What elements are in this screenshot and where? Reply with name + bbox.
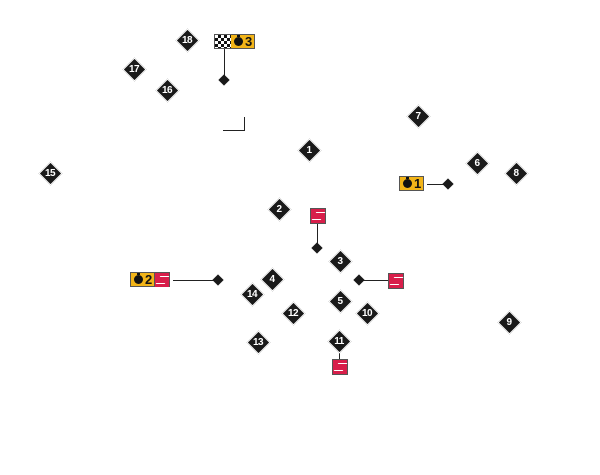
control-marker[interactable]: 7	[407, 105, 429, 127]
waypoint[interactable]	[212, 274, 224, 286]
station-number: 2	[145, 272, 153, 287]
control-marker[interactable]: 13	[247, 331, 269, 353]
stopwatch-icon	[234, 35, 243, 46]
control-number: 17	[128, 63, 140, 75]
control-number: 5	[337, 295, 343, 307]
station-tag-1[interactable]: 1	[399, 176, 425, 191]
checkered-flag-icon	[215, 35, 231, 48]
waypoint[interactable]	[353, 274, 365, 286]
control-number: 8	[513, 167, 519, 179]
control-number: 1	[306, 144, 312, 156]
waypoint[interactable]	[311, 242, 323, 254]
control-marker[interactable]: 8	[505, 162, 527, 184]
control-marker[interactable]: 12	[282, 302, 304, 324]
control-marker[interactable]: 14	[241, 283, 263, 305]
control-marker[interactable]: 15	[39, 162, 61, 184]
control-number: 2	[276, 203, 282, 215]
control-marker[interactable]: 6	[466, 152, 488, 174]
layers-icon	[154, 272, 170, 287]
control-marker[interactable]: 1	[298, 139, 320, 161]
control-marker[interactable]: 11	[328, 330, 350, 352]
control-number: 11	[334, 335, 344, 347]
control-number: 15	[44, 167, 56, 179]
connector	[339, 350, 340, 359]
control-number: 4	[269, 273, 275, 285]
corner-line	[223, 130, 245, 131]
waypoint[interactable]	[442, 178, 454, 190]
connector	[224, 49, 225, 80]
corner-line	[244, 117, 245, 131]
station-tag-2[interactable]: 2	[130, 272, 171, 287]
layers-icon[interactable]	[332, 359, 348, 375]
control-number: 18	[181, 34, 193, 46]
control-marker[interactable]: 16	[156, 79, 178, 101]
control-number: 9	[506, 316, 512, 328]
control-number: 7	[415, 110, 421, 122]
finish-station-tag[interactable]: 3	[214, 34, 256, 49]
control-marker[interactable]: 4	[261, 268, 283, 290]
station-number: 1	[414, 176, 422, 191]
connector	[317, 224, 318, 248]
control-number: 14	[246, 288, 258, 300]
layers-icon[interactable]	[310, 208, 326, 224]
control-number: 10	[361, 307, 373, 319]
connector	[359, 280, 389, 281]
control-marker[interactable]: 5	[329, 290, 351, 312]
station-number: 3	[245, 34, 253, 49]
control-marker[interactable]: 17	[123, 58, 145, 80]
control-number: 3	[337, 255, 343, 267]
control-number: 16	[161, 84, 173, 96]
control-marker[interactable]: 9	[498, 311, 520, 333]
control-marker[interactable]: 3	[329, 250, 351, 272]
stopwatch-icon	[403, 177, 412, 188]
control-number: 12	[287, 307, 299, 319]
connector	[173, 280, 218, 281]
connector	[427, 184, 448, 185]
layers-icon[interactable]	[388, 273, 404, 289]
control-number: 6	[474, 157, 480, 169]
control-marker[interactable]: 10	[356, 302, 378, 324]
waypoint[interactable]	[218, 74, 230, 86]
control-marker[interactable]: 2	[268, 198, 290, 220]
stopwatch-icon	[134, 273, 143, 284]
control-number: 13	[252, 336, 264, 348]
control-marker[interactable]: 18	[176, 29, 198, 51]
